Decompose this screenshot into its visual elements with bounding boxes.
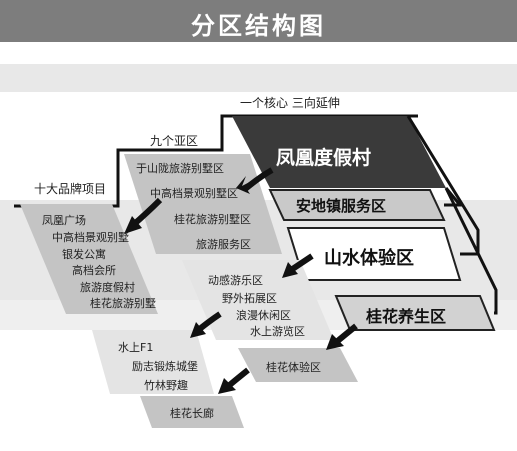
subzone-group1-shape	[124, 154, 282, 254]
page-title: 分区结构图	[191, 12, 326, 40]
brand-group2-shape	[92, 330, 214, 394]
arrow-icon	[190, 311, 222, 338]
core-zone-shape	[232, 116, 446, 188]
brand-group1-shape	[20, 204, 158, 314]
brand-label: 水上F1	[118, 341, 154, 354]
branch-shanshui-label: 山水体验区	[324, 248, 414, 269]
subzone-label: 桂花体验区	[266, 361, 321, 374]
subzone-group3-shape	[238, 348, 358, 382]
brand-label: 桂花旅游别墅	[90, 297, 156, 310]
subzone-label: 动感游乐区	[208, 274, 263, 287]
branch-guihua-shape	[334, 295, 496, 331]
header-sub: 九个亚区	[150, 134, 199, 148]
branch-anding-label: 安地镇服务区	[296, 197, 387, 215]
core-connector-2	[406, 115, 480, 256]
brand-label: 桂花长廊	[170, 407, 214, 420]
arrow-icon	[124, 197, 163, 234]
subzone-label: 中高档景观别墅区	[150, 187, 238, 200]
subzone-label: 于山陇旅游别墅区	[136, 162, 224, 175]
header-core: 一个核心 三向延伸	[240, 96, 340, 110]
subzone-label: 旅游服务区	[196, 238, 251, 251]
core-connector-3	[444, 187, 498, 315]
core-connector-1	[444, 187, 464, 207]
brand-label: 竹林野趣	[144, 379, 188, 392]
brand-label: 凤凰广场	[42, 214, 86, 227]
branch-guihua-label: 桂花养生区	[366, 307, 447, 326]
arrow-icon	[282, 253, 314, 278]
subzone-label: 水上游览区	[250, 325, 305, 338]
brand-label: 银发公寓	[62, 248, 106, 261]
brand-label: 中高档景观别墅	[52, 231, 129, 244]
brand-label: 旅游度假村	[80, 281, 135, 294]
brand-group3-shape	[140, 396, 244, 428]
subzone-label: 野外拓展区	[222, 292, 277, 305]
background-band-top	[0, 64, 517, 92]
brand-label: 励志锻炼城堡	[132, 360, 198, 373]
core-zone-label: 凤凰度假村	[276, 147, 372, 169]
arrow-icon	[218, 367, 250, 394]
brand-label: 高档会所	[72, 264, 116, 277]
branch-anding-shape	[268, 189, 446, 221]
arrow-icon	[326, 323, 358, 350]
subzone-label: 浪漫休闲区	[236, 309, 291, 322]
subzone-group2-shape	[182, 260, 334, 340]
header-brand: 十大品牌项目	[34, 182, 107, 196]
title-bar: 分区结构图	[0, 0, 517, 42]
arrow-icon	[236, 167, 274, 194]
subzone-label: 桂花旅游别墅区	[174, 213, 251, 226]
